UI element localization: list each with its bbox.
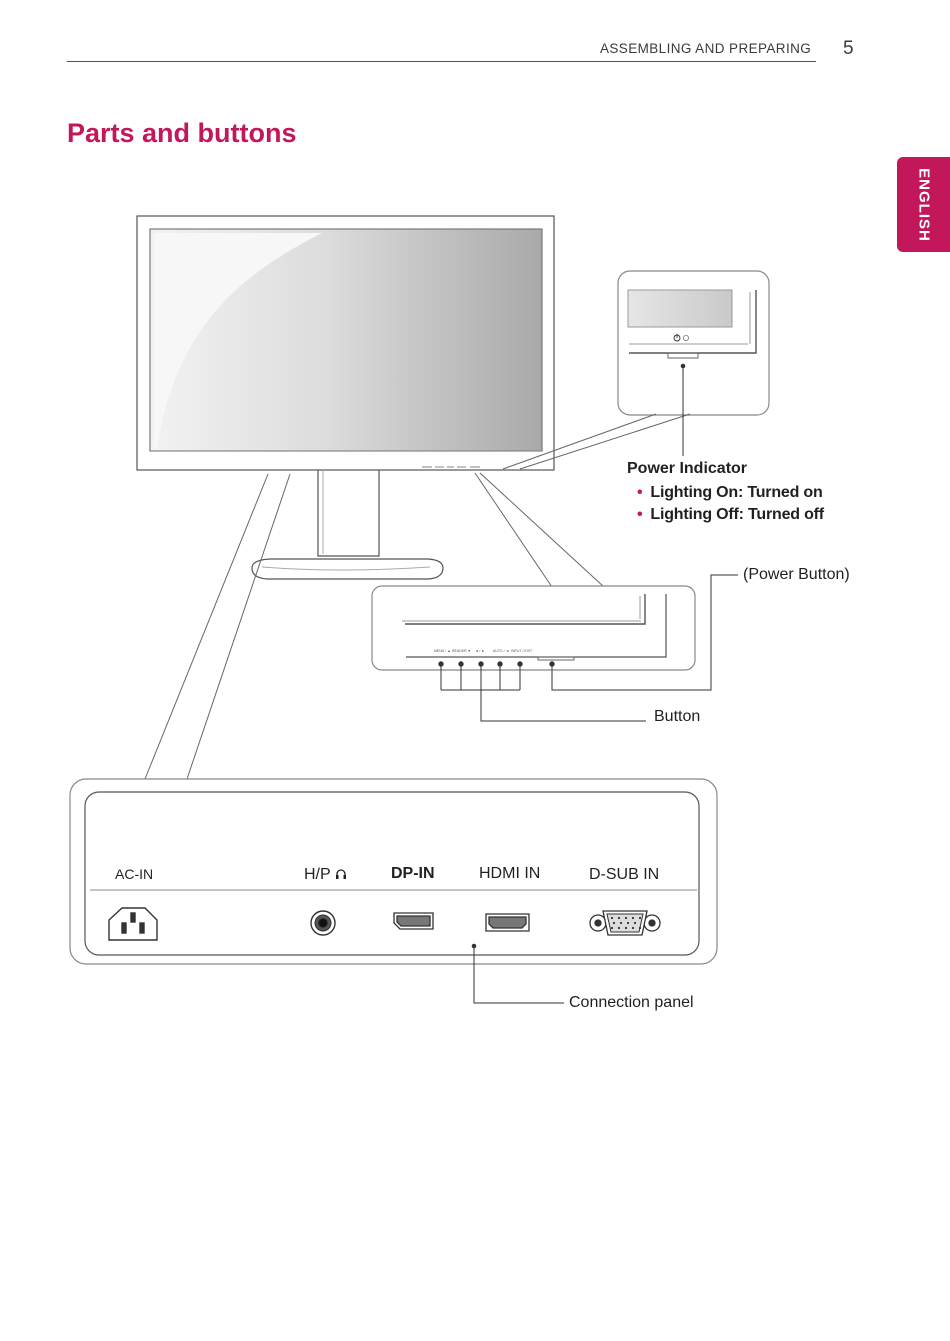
displayport-port-icon — [393, 912, 434, 930]
hdmi-in-label: HDMI IN — [479, 865, 541, 882]
headphone-icon — [335, 869, 346, 879]
ac-in-port-icon — [108, 907, 158, 941]
hp-label-text: H/P — [304, 866, 331, 883]
language-tab: ENGLISH — [897, 157, 950, 252]
connection-panel-callout: Connection panel — [569, 994, 694, 1011]
button-callout: Button — [654, 708, 701, 725]
header-section-title: ASSEMBLING AND PREPARING — [600, 41, 812, 56]
power-button-callout: (Power Button) — [743, 566, 850, 583]
btn-legend-menu: MENU / ▲ — [434, 649, 451, 653]
panel-callout-lines — [144, 473, 291, 780]
dsub-port-icon — [589, 910, 661, 936]
button-inset — [371, 472, 738, 722]
btn-legend-reader: READER ▼ — [452, 649, 472, 653]
btn-legend-arrows: ◄ / ► — [475, 649, 485, 653]
power-indicator-inset — [502, 270, 770, 470]
dsub-in-label: D-SUB IN — [589, 866, 660, 883]
dp-in-label: DP-IN — [391, 865, 435, 882]
page-number: 5 — [843, 38, 854, 59]
list-item: Lighting Off: Turned off — [637, 504, 824, 526]
header-divider — [67, 61, 816, 62]
connection-panel — [69, 778, 718, 1004]
monitor-front — [136, 215, 555, 580]
btn-legend-input: INPUT / EXIT — [511, 649, 533, 653]
power-indicator-heading: Power Indicator — [627, 460, 748, 477]
power-indicator-list: Lighting On: Turned on Lighting Off: Tur… — [637, 482, 824, 526]
ac-in-label: AC-IN — [115, 866, 154, 882]
hdmi-port-icon — [485, 913, 530, 932]
list-item: Lighting On: Turned on — [637, 482, 824, 504]
hp-label: H/P — [304, 866, 347, 884]
btn-legend-auto: AUTO / ◄ — [493, 649, 510, 653]
page-title: Parts and buttons — [67, 118, 297, 148]
headphone-port-icon — [310, 910, 336, 936]
